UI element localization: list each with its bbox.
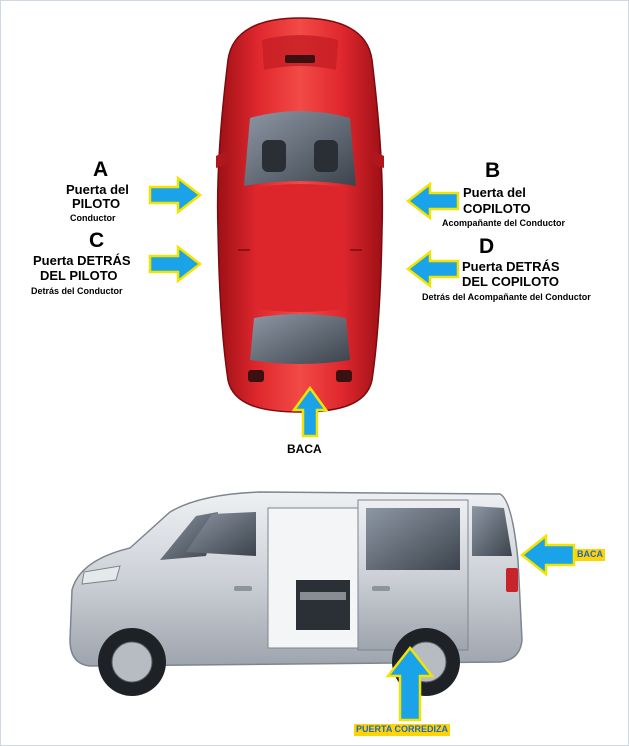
arrow-rear-top	[291, 385, 329, 438]
label-c-sub: Detrás del Conductor	[31, 286, 123, 296]
label-a-line1: Puerta del	[66, 182, 129, 197]
label-d-line1: Puerta DETRÁS	[462, 259, 560, 274]
label-a-letter: A	[93, 158, 109, 181]
label-c-letter: C	[89, 229, 105, 252]
arrow-b	[405, 181, 460, 221]
arrow-c	[148, 244, 203, 284]
label-d-letter: D	[479, 235, 495, 258]
label-rear-top: BACA	[287, 442, 322, 456]
arrow-sliding-door	[385, 645, 435, 722]
label-c-line1: Puerta DETRÁS	[33, 253, 131, 268]
label-rear-side: BACA	[575, 549, 605, 561]
label-sliding-door: PUERTA CORREDIZA	[354, 724, 450, 736]
arrow-a	[148, 175, 203, 215]
arrow-rear-side	[519, 533, 576, 577]
label-d-line2: DEL COPILOTO	[462, 274, 560, 289]
label-b-line1: Puerta del	[463, 185, 526, 200]
label-b-sub: Acompañante del Conductor	[442, 218, 566, 228]
label-c-line2: DEL PILOTO	[40, 268, 118, 283]
label-a-line2: PILOTO	[72, 196, 121, 211]
label-d-sub: Detrás del Acompañante del Conductor	[422, 292, 591, 302]
top-view-car	[216, 17, 384, 413]
side-view-van	[69, 491, 523, 696]
label-b-letter: B	[485, 159, 501, 182]
label-b-line2: COPILOTO	[463, 201, 531, 216]
arrow-d	[405, 249, 460, 289]
label-a-sub: Conductor	[70, 213, 116, 223]
